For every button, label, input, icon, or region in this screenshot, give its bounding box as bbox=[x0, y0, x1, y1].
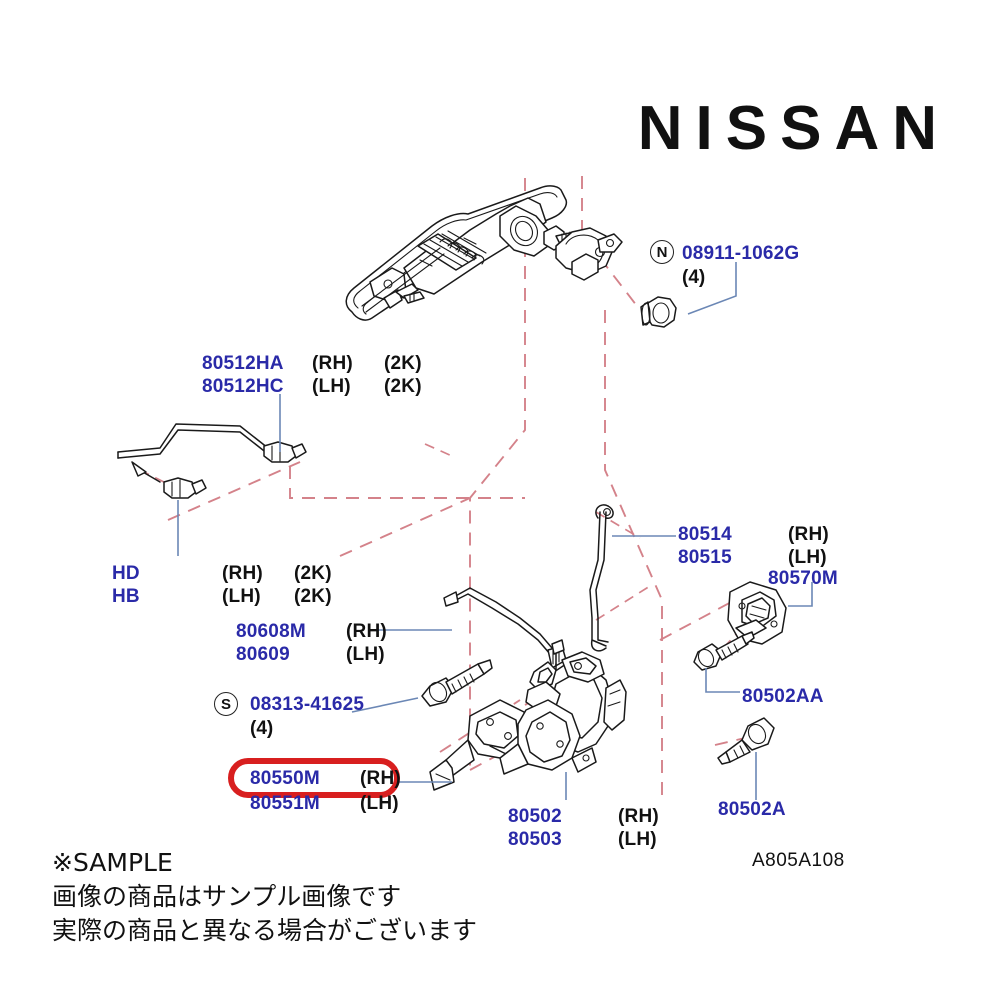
bracket-screw bbox=[421, 659, 493, 707]
label-latch-lh-part: 80503 bbox=[508, 829, 562, 850]
label-lockrod-rh: 80514 (RH) bbox=[678, 521, 860, 548]
label-screw-part: 08313-41625 bbox=[250, 694, 365, 715]
label-handle-lh-qty: (2K) bbox=[384, 376, 422, 397]
label-clipped-rh-part: HD bbox=[112, 563, 140, 584]
label-striker-part: 80570M bbox=[768, 568, 838, 589]
label-clipped-rh-qty: (2K) bbox=[294, 563, 332, 584]
marker-s-icon: S bbox=[214, 692, 238, 716]
label-handle-rh: 80512HA (RH) (2K) bbox=[202, 350, 444, 377]
label-latch-rh: 80502 (RH) bbox=[508, 803, 690, 830]
label-clipped-rh-side: (RH) bbox=[222, 563, 263, 584]
label-tapping-screw-part: 80502A bbox=[718, 799, 786, 820]
label-clipped-lh-side: (LH) bbox=[222, 586, 261, 607]
label-handle-rh-side: (RH) bbox=[312, 353, 353, 374]
label-striker-screw-part: 80502AA bbox=[742, 686, 824, 707]
label-screw-qty: (4) bbox=[250, 718, 274, 739]
label-highlight-lh-part: 80551M bbox=[250, 793, 320, 814]
drawing-code: A805A108 bbox=[752, 850, 845, 871]
door-handle-assembly bbox=[345, 185, 579, 321]
label-handle-lh-part: 80512HC bbox=[202, 376, 284, 397]
striker-screw bbox=[693, 631, 755, 671]
label-lockrod-lh-side: (LH) bbox=[788, 547, 827, 568]
disclaimer-line-2: 画像の商品はサンプル画像です bbox=[52, 882, 402, 911]
label-rod-rh-side: (RH) bbox=[346, 621, 387, 642]
label-lockrod-rh-side: (RH) bbox=[788, 524, 829, 545]
label-clipped-lh-part: HB bbox=[112, 586, 140, 607]
disclaimer-line-3: 実際の商品と異なる場合がございます bbox=[52, 916, 478, 945]
label-latch-lh: 80503 (LH) bbox=[508, 826, 690, 853]
flange-nut bbox=[640, 296, 677, 328]
tapping-screw bbox=[717, 717, 775, 765]
label-clipped-lh-qty: (2K) bbox=[294, 586, 332, 607]
door-latch-assembly bbox=[499, 639, 627, 775]
label-lockrod-lh: 80515 (LH) bbox=[678, 544, 860, 571]
label-handle-rh-qty: (2K) bbox=[384, 353, 422, 374]
control-rod-lower bbox=[131, 461, 207, 499]
label-nut-qty: (4) bbox=[682, 267, 706, 288]
control-rod-upper bbox=[117, 423, 307, 463]
label-rod-rh-part: 80608M bbox=[236, 621, 306, 642]
lock-rod-bent bbox=[589, 504, 614, 652]
highlight-box bbox=[228, 758, 400, 798]
label-highlight-part: 80550M bbox=[250, 768, 320, 789]
label-rod-lh-part: 80609 bbox=[236, 644, 290, 665]
label-rod-rh: 80608M (RH) bbox=[236, 618, 418, 645]
label-clipped-lh: HB (LH) (2K) bbox=[112, 583, 354, 610]
label-lockrod-rh-part: 80514 bbox=[678, 524, 732, 545]
label-highlight-lh-side: (LH) bbox=[360, 793, 399, 814]
marker-n-icon: N bbox=[650, 240, 674, 264]
disclaimer-line-1: ※SAMPLE bbox=[52, 848, 173, 877]
nissan-logo: NISSAN bbox=[637, 94, 950, 163]
label-handle-rh-part: 80512HA bbox=[202, 353, 284, 374]
label-clipped-rh: HD (RH) (2K) bbox=[112, 560, 354, 587]
label-rod-lh: 80609 (LH) bbox=[236, 641, 418, 668]
label-latch-rh-part: 80502 bbox=[508, 806, 562, 827]
label-lockrod-lh-part: 80515 bbox=[678, 547, 732, 568]
label-latch-lh-side: (LH) bbox=[618, 829, 657, 850]
label-rod-lh-side: (LH) bbox=[346, 644, 385, 665]
label-highlight-lh: 80551M (LH) bbox=[250, 790, 432, 817]
label-handle-lh-side: (LH) bbox=[312, 376, 351, 397]
label-handle-lh: 80512HC (LH) (2K) bbox=[202, 373, 444, 400]
sample-disclaimer: ※SAMPLE 画像の商品はサンプル画像です 実際の商品と異なる場合がございます bbox=[52, 846, 612, 948]
label-nut-part: 08911-1062G bbox=[682, 243, 800, 264]
label-highlight-side: (RH) bbox=[360, 768, 401, 789]
striker bbox=[727, 581, 787, 645]
label-highlight-rh: 80550M (RH) bbox=[250, 765, 432, 792]
label-latch-rh-side: (RH) bbox=[618, 806, 659, 827]
leader-lines bbox=[177, 262, 813, 800]
handle-bracket bbox=[555, 227, 623, 281]
